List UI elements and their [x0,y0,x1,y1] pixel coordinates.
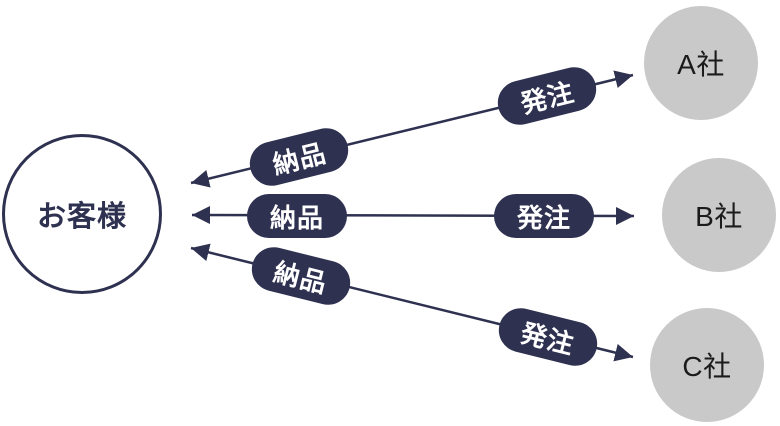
delivery-label-b: 納品 [247,194,347,238]
company-label-c: C社 [682,351,732,382]
order-label-b: 発注 [494,194,594,238]
company-label-b: B社 [695,201,743,232]
customer-label: お客様 [36,201,127,233]
customer-node: お客様 [2,134,162,294]
company-node-c: C社 [650,308,764,422]
company-node-b: B社 [662,158,776,272]
company-node-a: A社 [644,6,758,120]
company-label-a: A社 [677,49,725,80]
